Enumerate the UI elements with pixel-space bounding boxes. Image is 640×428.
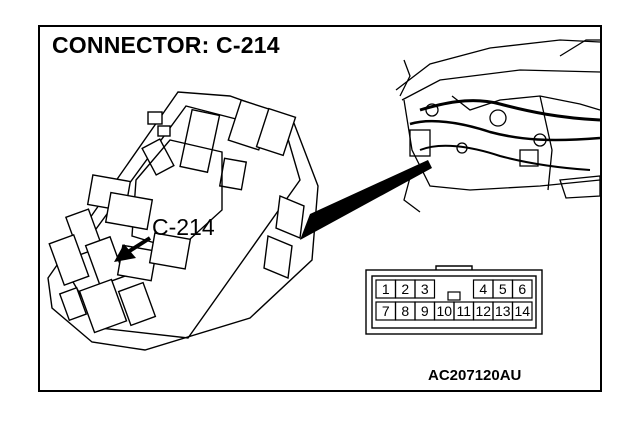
pin-label: 8: [401, 303, 409, 319]
pin-label: 11: [456, 303, 471, 319]
pin-label: 12: [475, 303, 491, 319]
pin-label: 9: [421, 303, 429, 319]
pin-label: 14: [514, 303, 530, 319]
pin-label: 4: [479, 281, 487, 297]
pin-label: 1: [382, 281, 390, 297]
pin-label: 10: [436, 303, 452, 319]
callout-label: C-214: [152, 214, 215, 240]
junction-block-illustration: [47, 91, 319, 351]
pin-label: 5: [499, 281, 507, 297]
page-title: CONNECTOR: C-214: [52, 32, 280, 58]
diagram-code: AC207120AU: [428, 367, 522, 384]
pin-label: 13: [495, 303, 511, 319]
dashboard-location-illustration: [395, 39, 601, 213]
location-pointer: [300, 160, 432, 240]
connector-face: [365, 265, 543, 335]
pin-label: 7: [382, 303, 390, 319]
pin-label: 6: [518, 281, 526, 297]
pin-cell: [511, 301, 533, 321]
diagram-frame: [38, 25, 602, 392]
callout-arrow: [114, 236, 152, 262]
pin-label: 2: [401, 281, 409, 297]
pin-cell: [414, 279, 436, 299]
pin-label: 3: [421, 281, 429, 297]
pin-cell: [511, 279, 533, 299]
